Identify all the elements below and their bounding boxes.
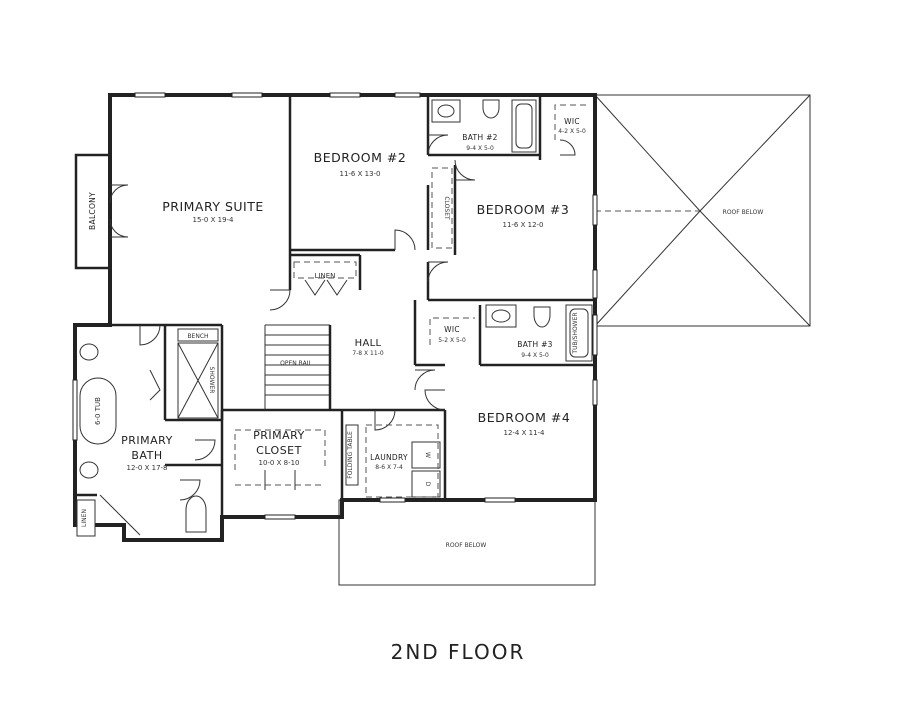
primary-bath-dim: 12-0 X 17-8 [126, 464, 167, 472]
primary-bath-name2: BATH [131, 449, 162, 462]
primary-bath-name1: PRIMARY [121, 434, 173, 447]
wic-top-name: WIC [564, 117, 580, 126]
floor-title: 2ND FLOOR [391, 640, 526, 664]
washer-label: W [424, 452, 431, 458]
bath2-name: BATH #2 [462, 133, 497, 142]
laundry-name: LAUNDRY [370, 453, 408, 462]
primary-closet-name2: CLOSET [256, 444, 302, 457]
laundry-dim: 8-6 X 7-4 [375, 464, 403, 471]
tub-label: 6-0 TUB [94, 397, 102, 425]
primary-closet-name1: PRIMARY [253, 429, 305, 442]
tub-shower-label: TUB/SHOWER [572, 312, 579, 354]
windows [72, 92, 598, 520]
roof-right [594, 94, 811, 327]
fixtures [76, 99, 593, 537]
primary-suite-name: PRIMARY SUITE [162, 199, 264, 214]
doors [99, 134, 576, 536]
bedroom3-dim: 11-6 X 12-0 [502, 221, 543, 229]
exterior-walls [73, 93, 597, 542]
misc-labels: BALCONY CLOSET LINEN LINEN BENCH SHOWER … [81, 192, 763, 549]
wic-top-dim: 4-2 X 5-0 [558, 128, 586, 135]
linen-hall-label: LINEN [315, 272, 336, 280]
open-rail-label: OPEN RAIL [280, 360, 312, 367]
dryer-label: D [424, 482, 431, 487]
bath2-dim: 9-4 X 5-0 [466, 145, 494, 152]
room-labels: PRIMARY SUITE 15-0 X 19-4 BEDROOM #2 11-… [121, 117, 586, 472]
shower-label: SHOWER [208, 367, 215, 394]
bedroom4-dim: 12-4 X 11-4 [503, 429, 545, 437]
wic-mid-name: WIC [444, 325, 460, 334]
bedroom3-name: BEDROOM #3 [477, 202, 570, 217]
bedroom2-dim: 11-6 X 13-0 [339, 170, 380, 178]
primary-closet-dim: 10-0 X 8-10 [258, 459, 299, 467]
bedroom4-name: BEDROOM #4 [478, 410, 571, 425]
primary-suite-dim: 15-0 X 19-4 [192, 216, 234, 224]
closet-label: CLOSET [443, 196, 450, 220]
roof-below-bottom-label: ROOF BELOW [446, 542, 487, 549]
linen-bath-label: LINEN [81, 509, 88, 527]
folding-table-label: FOLDING TABLE [347, 431, 354, 479]
stairs [264, 324, 332, 410]
hall-name: HALL [355, 338, 382, 349]
bedroom2-name: BEDROOM #2 [314, 150, 407, 165]
roof-below-right-label: ROOF BELOW [723, 209, 764, 216]
bench-label: BENCH [187, 333, 208, 340]
bath3-name: BATH #3 [517, 340, 552, 349]
bath3-dim: 9-4 X 5-0 [521, 352, 549, 359]
wic-mid-dim: 5-2 X 5-0 [438, 337, 466, 344]
balcony-label: BALCONY [88, 192, 97, 230]
hall-dim: 7-8 X 11-0 [352, 350, 384, 357]
